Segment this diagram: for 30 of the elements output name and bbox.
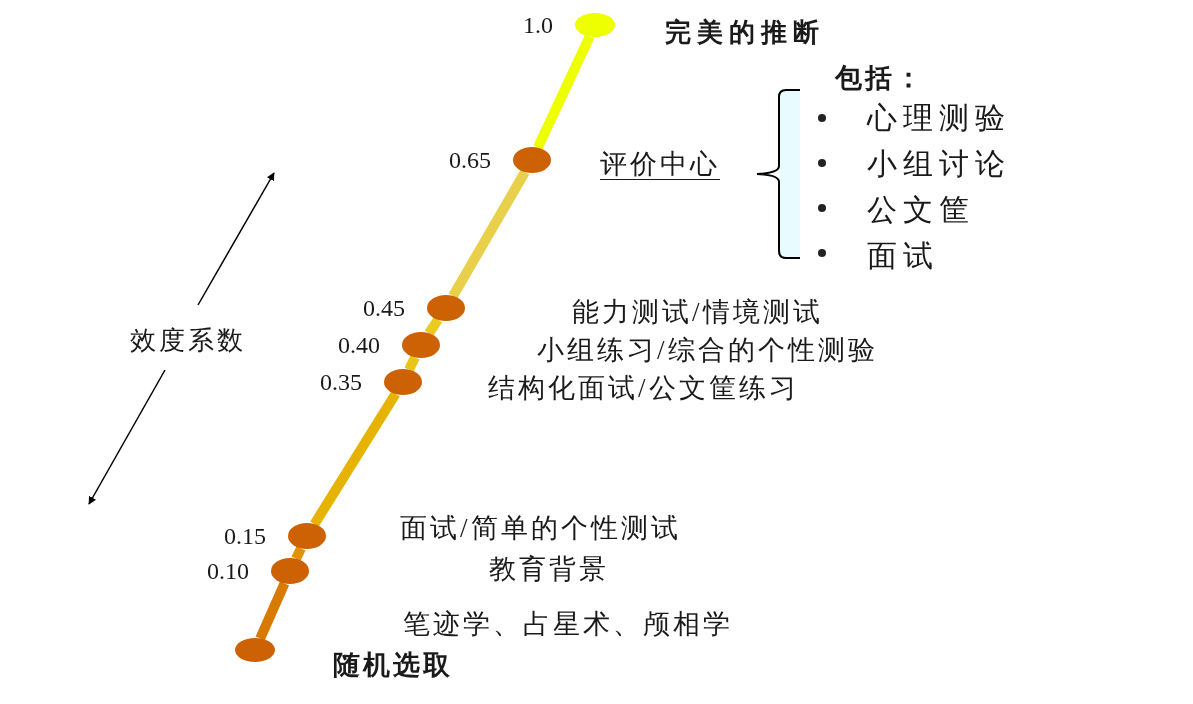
scale-line [448,169,530,299]
underlined-heading: 评价中心 [600,148,720,181]
label-text: 笔迹学、占星术、颅相学 [403,608,733,641]
label-text: 效度系数 [130,325,246,357]
scale-line [291,546,306,561]
label-text: 面试/简单的个性测试 [400,512,681,545]
value-label: 1.0 [523,11,553,39]
label-text: 小组练习/综合的个性测验 [537,334,878,367]
label-text: 面试 [867,238,939,274]
value-label: 0.40 [338,331,380,359]
value-label: 0.45 [363,294,405,322]
label-text: 教育背景 [489,553,609,586]
label-text: 结构化面试/公文筐练习 [488,372,799,405]
label-text: 能力测试/情境测试 [572,296,823,329]
scale-line [255,581,290,641]
label-text: 小组讨论 [867,146,1011,182]
label-text: 心理测验 [867,100,1011,136]
label-text: 随机选取 [333,649,453,682]
scale-line [533,34,595,150]
value-label: 0.10 [207,557,249,585]
value-label: 0.35 [320,368,362,396]
scale-line [310,391,400,527]
scale-dot [235,638,275,662]
value-label: 0.65 [449,146,491,174]
scale-line [424,317,443,336]
value-label: 0.15 [224,522,266,550]
label-text: 完美的推断 [665,17,825,49]
scale-line [404,355,420,372]
label-text: 公文筐 [867,192,975,228]
label-text: 包括： [835,62,925,95]
